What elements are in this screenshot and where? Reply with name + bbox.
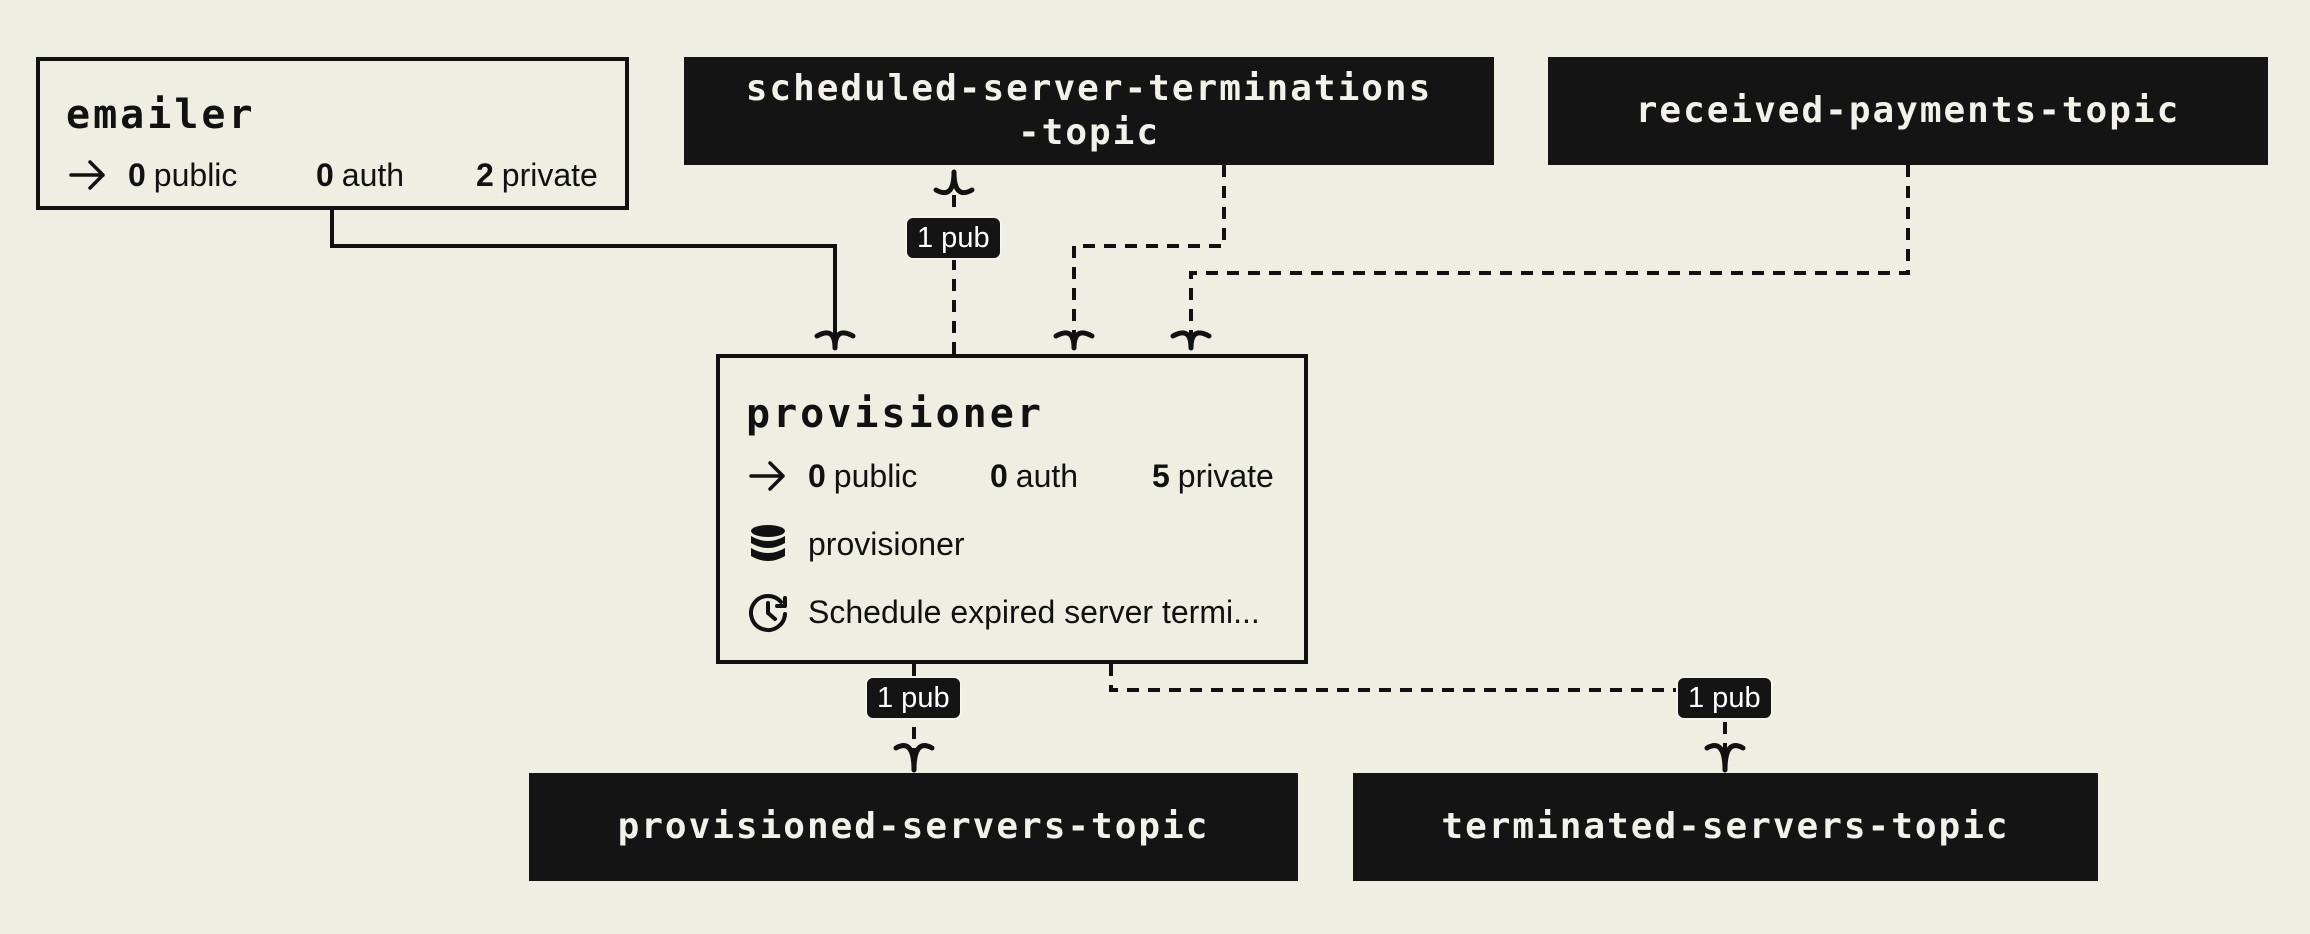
edge-provisioner-to-terminated-topic [1109,664,1727,760]
arrowhead-provisioner-terminated [1704,743,1746,773]
clock-icon [749,594,787,632]
topic-label: scheduled-server-terminations-topic [745,68,1433,153]
pub-count-badge: 1 pub [905,216,1002,260]
edge-emailer-to-provisioner [330,210,837,348]
topic-terminated-servers[interactable]: terminated-servers-topic [1353,773,2098,881]
database-name: provisioner [808,525,965,562]
cron-row[interactable]: Schedule expired server termi... [746,590,1284,634]
arrow-right-icon [69,160,105,190]
arrowhead-provisioner-scheduled [933,169,975,196]
service-title: emailer [66,92,256,138]
edge-received-topic-to-provisioner [1189,165,1910,348]
topic-label: terminated-servers-topic [1441,806,2010,847]
cron-job-name: Schedule expired server termi... [808,593,1260,630]
pub-count-badge: 1 pub [1676,676,1773,720]
database-row[interactable]: provisioner [746,522,1284,566]
topic-label: provisioned-servers-topic [617,806,1210,847]
arrowhead-scheduled-provisioner [1053,330,1095,351]
topic-label: received-payments-topic [1635,90,2181,131]
database-icon [751,525,785,561]
service-title: provisioner [746,391,1044,437]
arrowhead-emailer-provisioner [814,330,856,351]
topic-provisioned-servers[interactable]: provisioned-servers-topic [529,773,1298,881]
arrow-right-icon [749,461,785,491]
arrowhead-received-provisioner [1170,330,1212,351]
arrowhead-provisioner-provisioned [893,743,935,773]
topic-received-payments[interactable]: received-payments-topic [1548,57,2268,165]
edge-scheduled-topic-to-provisioner [1072,165,1226,348]
topic-scheduled-server-terminations[interactable]: scheduled-server-terminations-topic [684,57,1494,165]
pub-count-badge: 1 pub [865,676,962,720]
